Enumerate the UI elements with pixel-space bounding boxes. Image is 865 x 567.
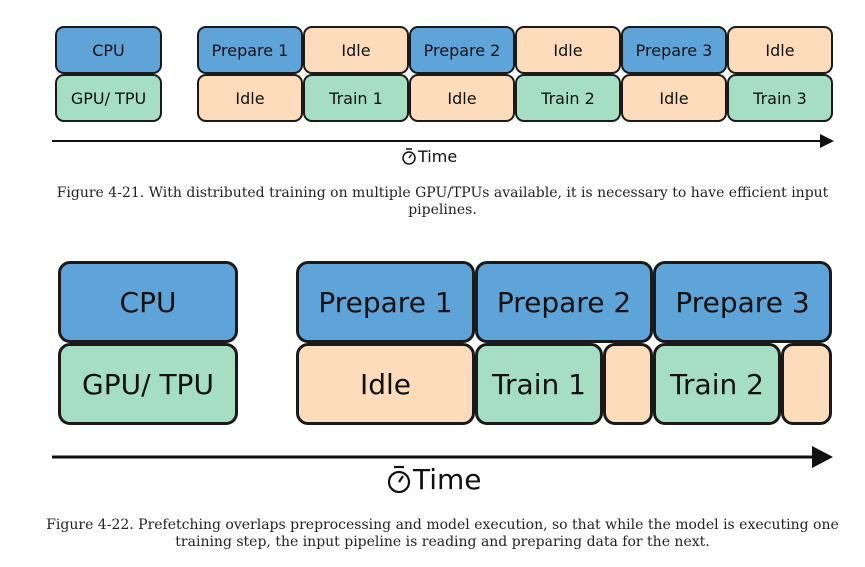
gpu-row-label: GPU/ TPU <box>55 74 162 122</box>
cpu-block-idle-2: Idle <box>515 26 621 74</box>
cpu-block-prepare-2: Prepare 2 <box>475 261 653 343</box>
gpu-block-train-2: Train 2 <box>653 343 781 425</box>
time-axis-label: Time <box>401 145 457 167</box>
gpu-block-idle-gap-1 <box>603 343 653 425</box>
cpu-block-prepare-1: Prepare 1 <box>296 261 475 343</box>
stopwatch-icon <box>402 148 416 165</box>
figure-caption: Figure 4-22. Prefetching overlaps prepro… <box>46 517 839 550</box>
gpu-block-train-1: Train 1 <box>303 74 409 122</box>
time-axis-text: Time <box>418 146 458 166</box>
gpu-block-train-1: Train 1 <box>475 343 603 425</box>
cpu-block-prepare-3: Prepare 3 <box>621 26 727 74</box>
cpu-row-label: CPU <box>58 261 238 343</box>
stopwatch-icon <box>387 465 411 494</box>
gpu-block-idle-3: Idle <box>621 74 727 122</box>
gpu-row-label: GPU/ TPU <box>58 343 238 425</box>
gpu-block-idle-1: Idle <box>296 343 475 425</box>
cpu-block-prepare-3: Prepare 3 <box>653 261 832 343</box>
cpu-block-prepare-1: Prepare 1 <box>197 26 303 74</box>
gpu-block-idle-gap-2 <box>781 343 832 425</box>
time-axis-arrow <box>52 446 833 468</box>
gpu-block-train-2: Train 2 <box>515 74 621 122</box>
time-axis-text: Time <box>413 462 482 496</box>
figure-caption: Figure 4-21. With distributed training o… <box>56 185 829 218</box>
cpu-block-idle-3: Idle <box>727 26 833 74</box>
cpu-block-prepare-2: Prepare 2 <box>409 26 515 74</box>
gpu-block-train-3: Train 3 <box>727 74 833 122</box>
time-axis-label: Time <box>386 462 482 496</box>
cpu-block-idle-1: Idle <box>303 26 409 74</box>
time-axis-arrow <box>52 134 834 148</box>
gpu-block-idle-1: Idle <box>197 74 303 122</box>
cpu-row-label: CPU <box>55 26 162 74</box>
gpu-block-idle-2: Idle <box>409 74 515 122</box>
